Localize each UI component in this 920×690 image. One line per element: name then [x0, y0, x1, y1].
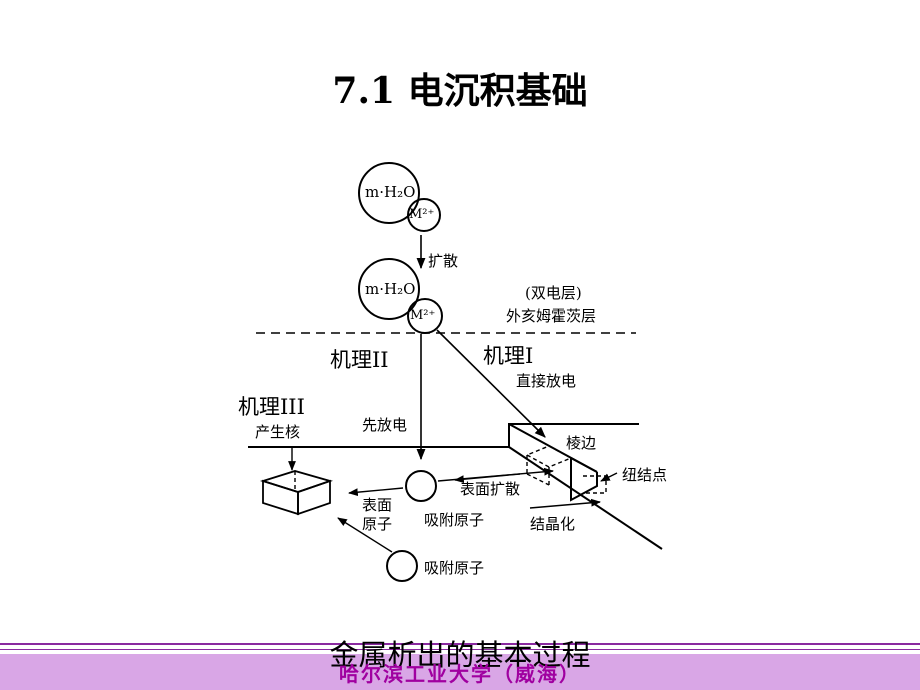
crystallization-arrow	[529, 498, 601, 509]
adsorbed-atom-label-2: 吸附原子	[424, 559, 485, 577]
crystallization-label: 结晶化	[530, 515, 576, 533]
surface-atom-arrow-1	[348, 487, 404, 497]
double-layer-label: (双电层)	[525, 284, 582, 302]
adsorbed-atom-label-1: 吸附原子	[424, 511, 485, 529]
nucleus-block-top	[259, 470, 333, 493]
mechanism-1-desc: 直接放电	[516, 372, 577, 390]
mechanism-3-desc: 产生核	[255, 423, 301, 441]
nucleus-block-side	[297, 479, 331, 516]
outer-helmholtz-label: 外亥姆霍茨层	[506, 307, 597, 325]
adsorbed-atom-1	[405, 470, 437, 502]
footer-divider-top	[0, 643, 920, 645]
surface-atom-label: 表面 原子	[362, 496, 393, 533]
step-lower-edge	[508, 446, 663, 550]
hydrate-label-surface: m·H₂O	[365, 280, 416, 298]
surface-diffusion-label: 表面扩散	[460, 480, 521, 498]
mechanism-2-desc: 先放电	[362, 416, 408, 434]
kink-top	[570, 457, 598, 473]
mechanism-1-label: 机理I	[483, 344, 534, 368]
kink-arrow	[600, 472, 618, 482]
ion-circle-top	[407, 198, 441, 232]
edge-dashed-block	[525, 445, 573, 468]
kink-label: 纽结点	[622, 466, 668, 484]
edge-label: 棱边	[566, 434, 597, 452]
kink-dashed	[583, 475, 607, 494]
ion-label-surface: M²⁺	[410, 308, 436, 323]
mechanism-1-arrow	[436, 329, 546, 438]
hydrate-circle-top	[358, 162, 420, 224]
hydrate-label-top: m·H₂O	[365, 183, 416, 201]
surface-atom-arrow-2	[337, 517, 393, 553]
nucleus-block-front	[262, 479, 299, 516]
footer-band	[0, 654, 920, 690]
kink-outline	[570, 458, 598, 502]
surface-diffusion-back	[454, 473, 521, 484]
mechanism-3-label: 机理III	[238, 395, 305, 419]
figure-caption: 金属析出的基本过程	[329, 638, 591, 672]
hydrate-circle-surface	[358, 258, 420, 320]
mechanism-2-label: 机理II	[330, 348, 389, 372]
footer-institution: 哈尔滨工业大学（威海）	[339, 662, 581, 686]
ion-label-top: M²⁺	[409, 207, 435, 222]
footer-divider-thin	[0, 649, 920, 650]
diffusion-label: 扩散	[428, 252, 459, 270]
adsorbed-atom-2	[386, 550, 418, 582]
page-title: 7.1 电沉积基础	[332, 70, 588, 112]
